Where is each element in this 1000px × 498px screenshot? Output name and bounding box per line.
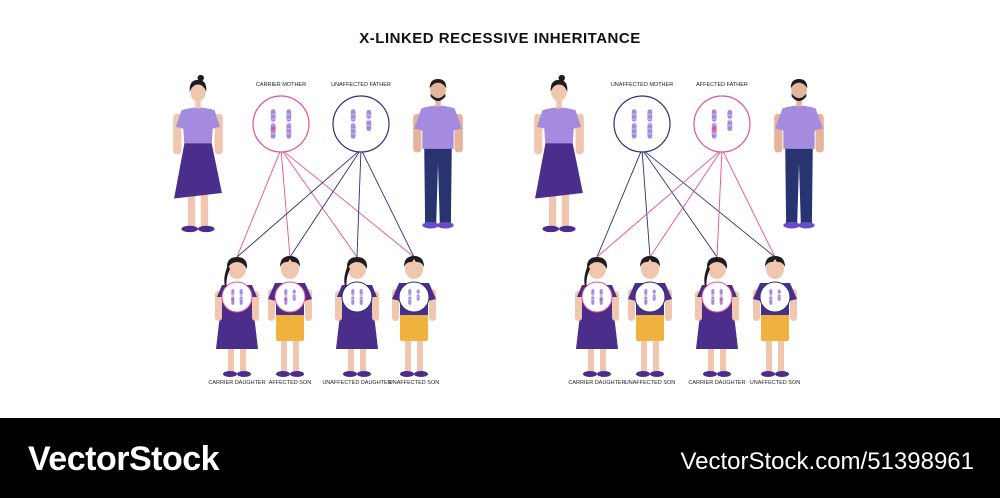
mutation-marker xyxy=(284,298,288,301)
mother-label-1: UNAFFECTED MOTHER xyxy=(611,82,673,88)
daughter-figure-1-0 xyxy=(575,257,619,377)
mother-figure-0 xyxy=(173,74,223,233)
inheritance-line-0-3 xyxy=(280,148,415,258)
x-chromosome xyxy=(631,109,637,139)
father-chromosome-circle-0 xyxy=(332,95,390,153)
child-label-0-2: UNAFFECTED DAUGHTER xyxy=(322,380,391,386)
x-chromosome xyxy=(408,289,412,305)
inheritance-lines xyxy=(236,148,776,258)
x-chromosome xyxy=(284,289,288,305)
son-figure-0-1 xyxy=(268,256,312,377)
child-label-1-0: CARRIER DAUGHTER xyxy=(568,380,625,386)
image-id: VectorStock.com/51398961 xyxy=(680,448,974,475)
child-chromosome-circle-0-2 xyxy=(341,281,373,313)
inheritance-line-1-4 xyxy=(596,148,723,258)
mutation-marker xyxy=(270,126,276,131)
child-label-0-3: UNAFFECTED SON xyxy=(389,380,439,386)
child-chromosome-circle-0-0 xyxy=(221,281,253,313)
x-chromosome xyxy=(647,109,653,139)
mother-chromosome-circle-0 xyxy=(252,95,310,153)
x-chromosome xyxy=(359,289,363,305)
inheritance-line-1-7 xyxy=(721,149,776,258)
child-label-1-3: UNAFFECTED SON xyxy=(750,380,800,386)
mutation-marker xyxy=(599,298,603,301)
child-label-0-1: AFFECTED SON xyxy=(269,380,312,386)
inheritance-line-1-5 xyxy=(649,148,723,258)
child-chromosome-circle-1-3 xyxy=(759,281,791,313)
x-chromosome xyxy=(719,289,723,305)
brand-logo: VectorStock xyxy=(28,440,220,478)
inheritance-line-1-2 xyxy=(641,148,718,258)
mother-label-0: CARRIER MOTHER xyxy=(256,82,306,88)
mutation-marker xyxy=(231,298,235,301)
captions: CARRIER MOTHER UNAFFECTED FATHER CARRIER D… xyxy=(208,82,800,386)
x-chromosome xyxy=(286,109,292,139)
x-chromosome xyxy=(711,289,715,305)
son-figure-1-3 xyxy=(753,256,797,377)
x-chromosome xyxy=(239,289,243,305)
child-chromosome-circle-1-1 xyxy=(634,281,666,313)
y-chromosome xyxy=(652,289,656,301)
father-figure-0 xyxy=(413,78,463,229)
x-chromosome xyxy=(270,109,276,139)
y-chromosome xyxy=(366,109,372,132)
x-chromosome xyxy=(711,109,717,139)
y-chromosome xyxy=(416,289,420,301)
child-label-0-0: CARRIER DAUGHTER xyxy=(208,380,265,386)
father-label-1: AFFECTED FATHER xyxy=(696,82,748,88)
father-label-0: UNAFFECTED FATHER xyxy=(331,82,391,88)
diagram-title: X-LINKED RECESSIVE INHERITANCE xyxy=(359,30,641,47)
mother-figure-1 xyxy=(534,74,584,233)
y-chromosome xyxy=(292,289,296,301)
inheritance-diagram: CARRIER MOTHER UNAFFECTED FATHER CARRIER D… xyxy=(173,74,824,386)
inheritance-line-0-0 xyxy=(236,149,282,258)
y-chromosome xyxy=(777,289,781,301)
inheritance-line-0-2 xyxy=(280,148,358,258)
x-chromosome xyxy=(350,109,356,139)
child-chromosome-circle-0-1 xyxy=(274,281,306,313)
inheritance-line-0-1 xyxy=(280,149,291,258)
x-chromosome xyxy=(599,289,603,305)
inheritance-line-0-4 xyxy=(236,148,362,258)
inheritance-line-1-0 xyxy=(596,149,643,258)
child-chromosome-circle-0-3 xyxy=(398,281,430,313)
chromosome-circles xyxy=(221,95,791,313)
inheritance-line-1-6 xyxy=(716,149,723,258)
mutation-marker xyxy=(719,298,723,301)
x-chromosome xyxy=(231,289,235,305)
father-figure-1 xyxy=(774,78,824,229)
inheritance-line-0-7 xyxy=(360,149,415,258)
daughter-figure-0-2 xyxy=(335,257,379,377)
inheritance-line-1-3 xyxy=(641,148,776,258)
mutation-marker xyxy=(711,126,717,131)
daughter-figure-1-2 xyxy=(695,257,739,377)
x-chromosome xyxy=(351,289,355,305)
son-figure-1-1 xyxy=(628,256,672,377)
x-chromosome xyxy=(769,289,773,305)
child-label-1-2: CARRIER DAUGHTER xyxy=(688,380,745,386)
inheritance-line-0-5 xyxy=(289,148,362,258)
inheritance-line-0-6 xyxy=(356,149,362,258)
father-chromosome-circle-1 xyxy=(693,95,751,153)
child-label-1-1: UNAFFECTED SON xyxy=(625,380,675,386)
inheritance-line-1-1 xyxy=(641,149,651,258)
footer-bar: VectorStock VectorStock.com/51398961 xyxy=(0,418,1000,498)
child-chromosome-circle-1-2 xyxy=(701,281,733,313)
x-chromosome xyxy=(591,289,595,305)
mother-chromosome-circle-1 xyxy=(613,95,671,153)
y-chromosome xyxy=(727,109,733,132)
son-figure-0-3 xyxy=(392,256,436,377)
child-chromosome-circle-1-0 xyxy=(581,281,613,313)
x-chromosome xyxy=(644,289,648,305)
daughter-figure-0-0 xyxy=(215,257,259,377)
